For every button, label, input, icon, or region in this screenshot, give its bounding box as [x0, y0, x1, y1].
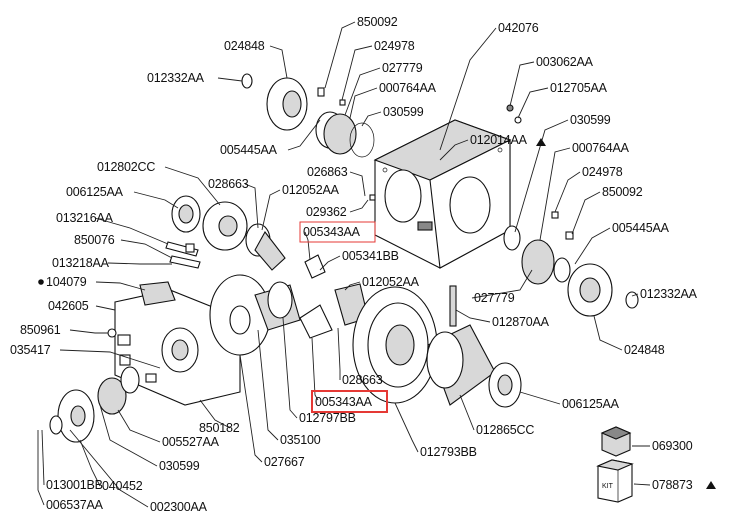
- ring-gear-drawing: [352, 286, 438, 404]
- part-label[interactable]: 030599: [159, 459, 200, 473]
- part-label[interactable]: 035100: [280, 433, 321, 447]
- part-label[interactable]: 012870AA: [492, 315, 550, 329]
- part-label[interactable]: 850182: [199, 421, 240, 435]
- part-label[interactable]: 012332AA: [640, 287, 698, 301]
- triangle-marker-icon: [706, 481, 716, 489]
- highlight-box-upper: [299, 221, 376, 243]
- part-label[interactable]: 030599: [383, 105, 424, 119]
- part-label[interactable]: 850092: [602, 185, 643, 199]
- part-label[interactable]: 005343AA: [315, 395, 373, 409]
- leader-lines: [37, 21, 651, 508]
- part-label[interactable]: 850092: [357, 15, 398, 29]
- part-label[interactable]: 029362: [306, 205, 347, 219]
- part-label[interactable]: 027667: [264, 455, 305, 469]
- part-label[interactable]: 024978: [582, 165, 623, 179]
- part-label[interactable]: 027779: [382, 61, 423, 75]
- part-label[interactable]: 006125AA: [562, 397, 620, 411]
- part-label[interactable]: 027779: [474, 291, 515, 305]
- part-label[interactable]: 013001BB: [46, 478, 103, 492]
- part-label[interactable]: 013216AA: [56, 211, 114, 225]
- part-label[interactable]: 040452: [102, 479, 143, 493]
- pinion-gear-drawing: [209, 274, 301, 356]
- part-label[interactable]: 012332AA: [147, 71, 205, 85]
- part-label[interactable]: 035417: [10, 343, 51, 357]
- part-label[interactable]: 024848: [624, 343, 665, 357]
- part-label[interactable]: 042605: [48, 299, 89, 313]
- part-label[interactable]: 078873: [652, 478, 693, 492]
- bullet-icon: [38, 279, 44, 285]
- part-label[interactable]: 850076: [74, 233, 115, 247]
- upper-flange-assembly-drawing: [241, 73, 375, 158]
- part-label[interactable]: 012705AA: [550, 81, 608, 95]
- part-label[interactable]: 005341BB: [342, 249, 399, 263]
- part-label[interactable]: 005445AA: [612, 221, 670, 235]
- kit-box-text: KIT: [602, 483, 614, 490]
- differential-carrier-drawing: [426, 324, 522, 408]
- part-label[interactable]: 012052AA: [362, 275, 420, 289]
- part-label[interactable]: 012052AA: [282, 183, 340, 197]
- part-label[interactable]: 005343AA: [303, 225, 361, 239]
- part-label[interactable]: 028663: [208, 177, 249, 191]
- part-label[interactable]: 042076: [498, 21, 539, 35]
- small-fittings-drawing: [107, 104, 522, 338]
- front-cover-drawing: [49, 366, 157, 443]
- part-label[interactable]: 005527AA: [162, 435, 220, 449]
- part-label[interactable]: 000764AA: [379, 81, 437, 95]
- part-label[interactable]: 012014AA: [470, 133, 528, 147]
- part-label[interactable]: 000764AA: [572, 141, 630, 155]
- left-bearing-cover-drawing: [171, 195, 286, 271]
- part-label[interactable]: 104079: [46, 275, 87, 289]
- part-label[interactable]: 850961: [20, 323, 61, 337]
- bolt-set-drawing: [165, 241, 201, 269]
- part-label[interactable]: 012793BB: [420, 445, 477, 459]
- part-label[interactable]: 024978: [374, 39, 415, 53]
- part-label[interactable]: 026863: [307, 165, 348, 179]
- part-label[interactable]: 002300AA: [150, 500, 208, 514]
- part-label[interactable]: 006537AA: [46, 498, 104, 512]
- part-label[interactable]: 012865CC: [476, 423, 535, 437]
- gear-housing-drawing: [373, 119, 512, 269]
- part-label[interactable]: 030599: [570, 113, 611, 127]
- pin-drawing: [449, 285, 457, 327]
- part-label[interactable]: 012802CC: [97, 160, 156, 174]
- sealant-cube-drawing: [600, 426, 632, 457]
- part-label[interactable]: 005445AA: [220, 143, 278, 157]
- part-label[interactable]: 012797BB: [299, 411, 356, 425]
- part-labels: 850092 042076 024848 024978 012332AA 027…: [10, 15, 698, 514]
- part-label[interactable]: 003062AA: [536, 55, 594, 69]
- triangle-marker-icon: [536, 138, 546, 146]
- part-label[interactable]: 024848: [224, 39, 265, 53]
- highlight-box-lower: [311, 390, 388, 413]
- kit-box-drawing: KIT: [596, 459, 634, 503]
- part-label[interactable]: 013218AA: [52, 256, 110, 270]
- part-label[interactable]: 028663: [342, 373, 383, 387]
- part-label[interactable]: 006125AA: [66, 185, 124, 199]
- part-label[interactable]: 069300: [652, 439, 693, 453]
